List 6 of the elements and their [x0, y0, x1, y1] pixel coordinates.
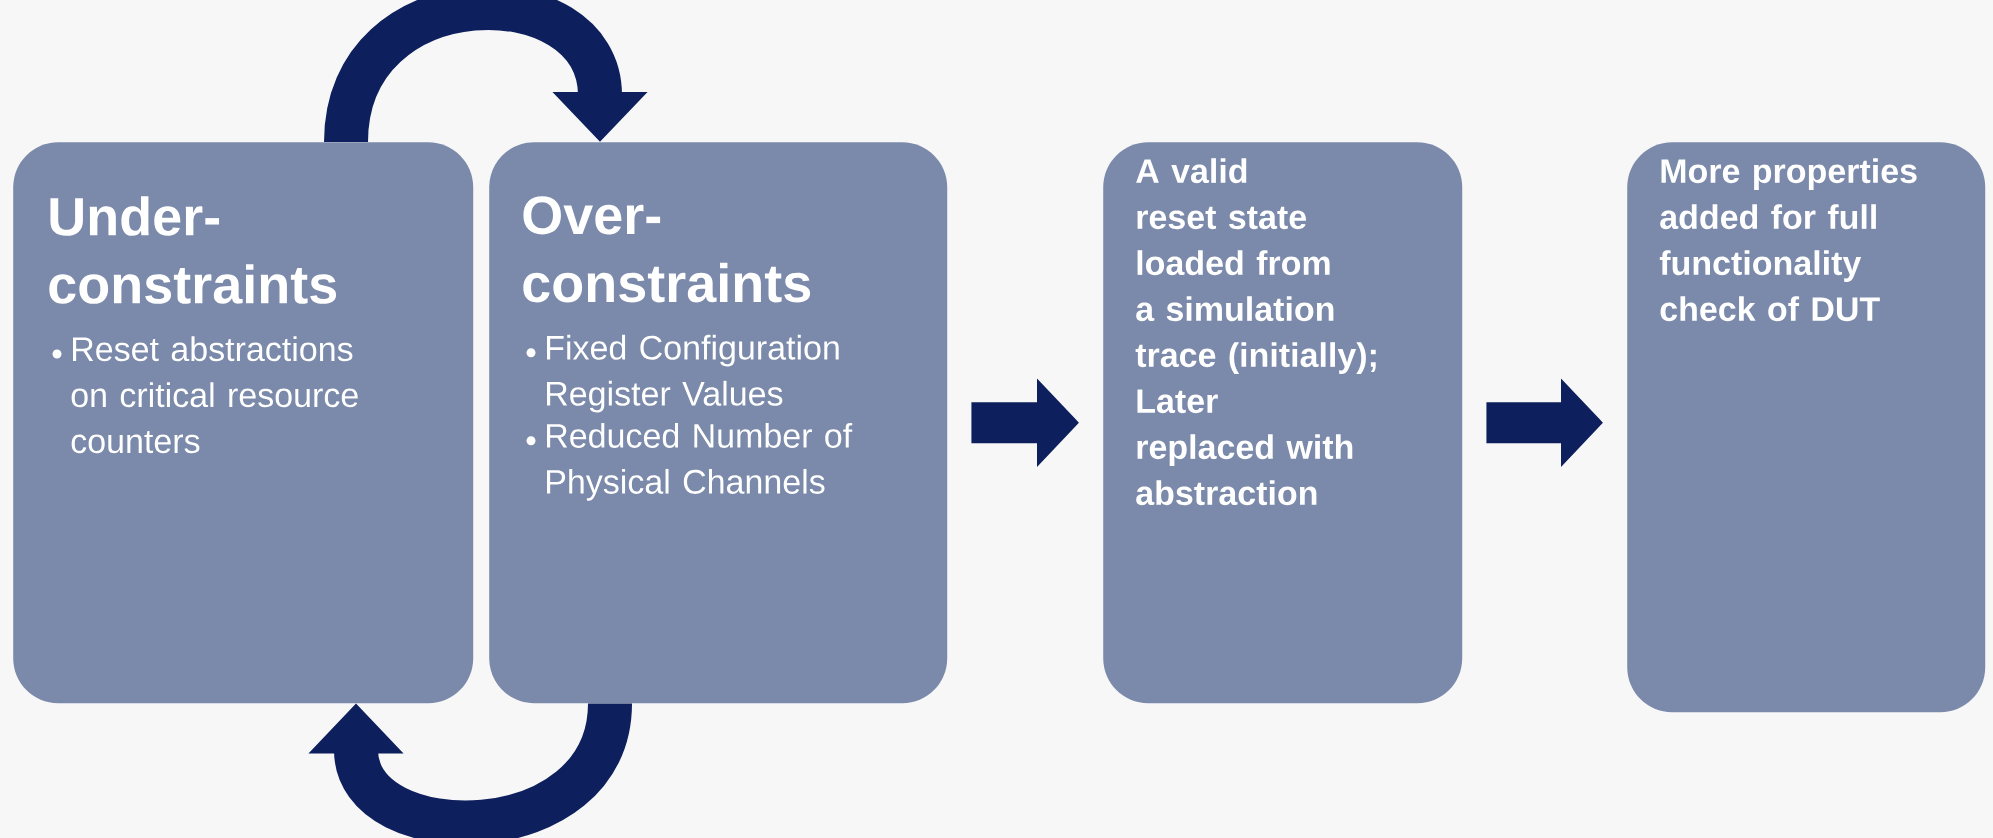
- process-box: A valid reset state loaded from a simulation trace (initially); Later replaced with abstraction: [1103, 142, 1463, 704]
- arrow: [324, 0, 648, 145]
- arrow: [308, 700, 632, 838]
- process-box: Over-constraints Fixed Configuration Register Values Reduced Number of Physical Channels: [489, 142, 948, 704]
- process-box: Under-constraints Reset abstractions on critical resource counters: [13, 142, 474, 704]
- process-box: More properties added for full functionality check of DUT: [1627, 142, 1986, 713]
